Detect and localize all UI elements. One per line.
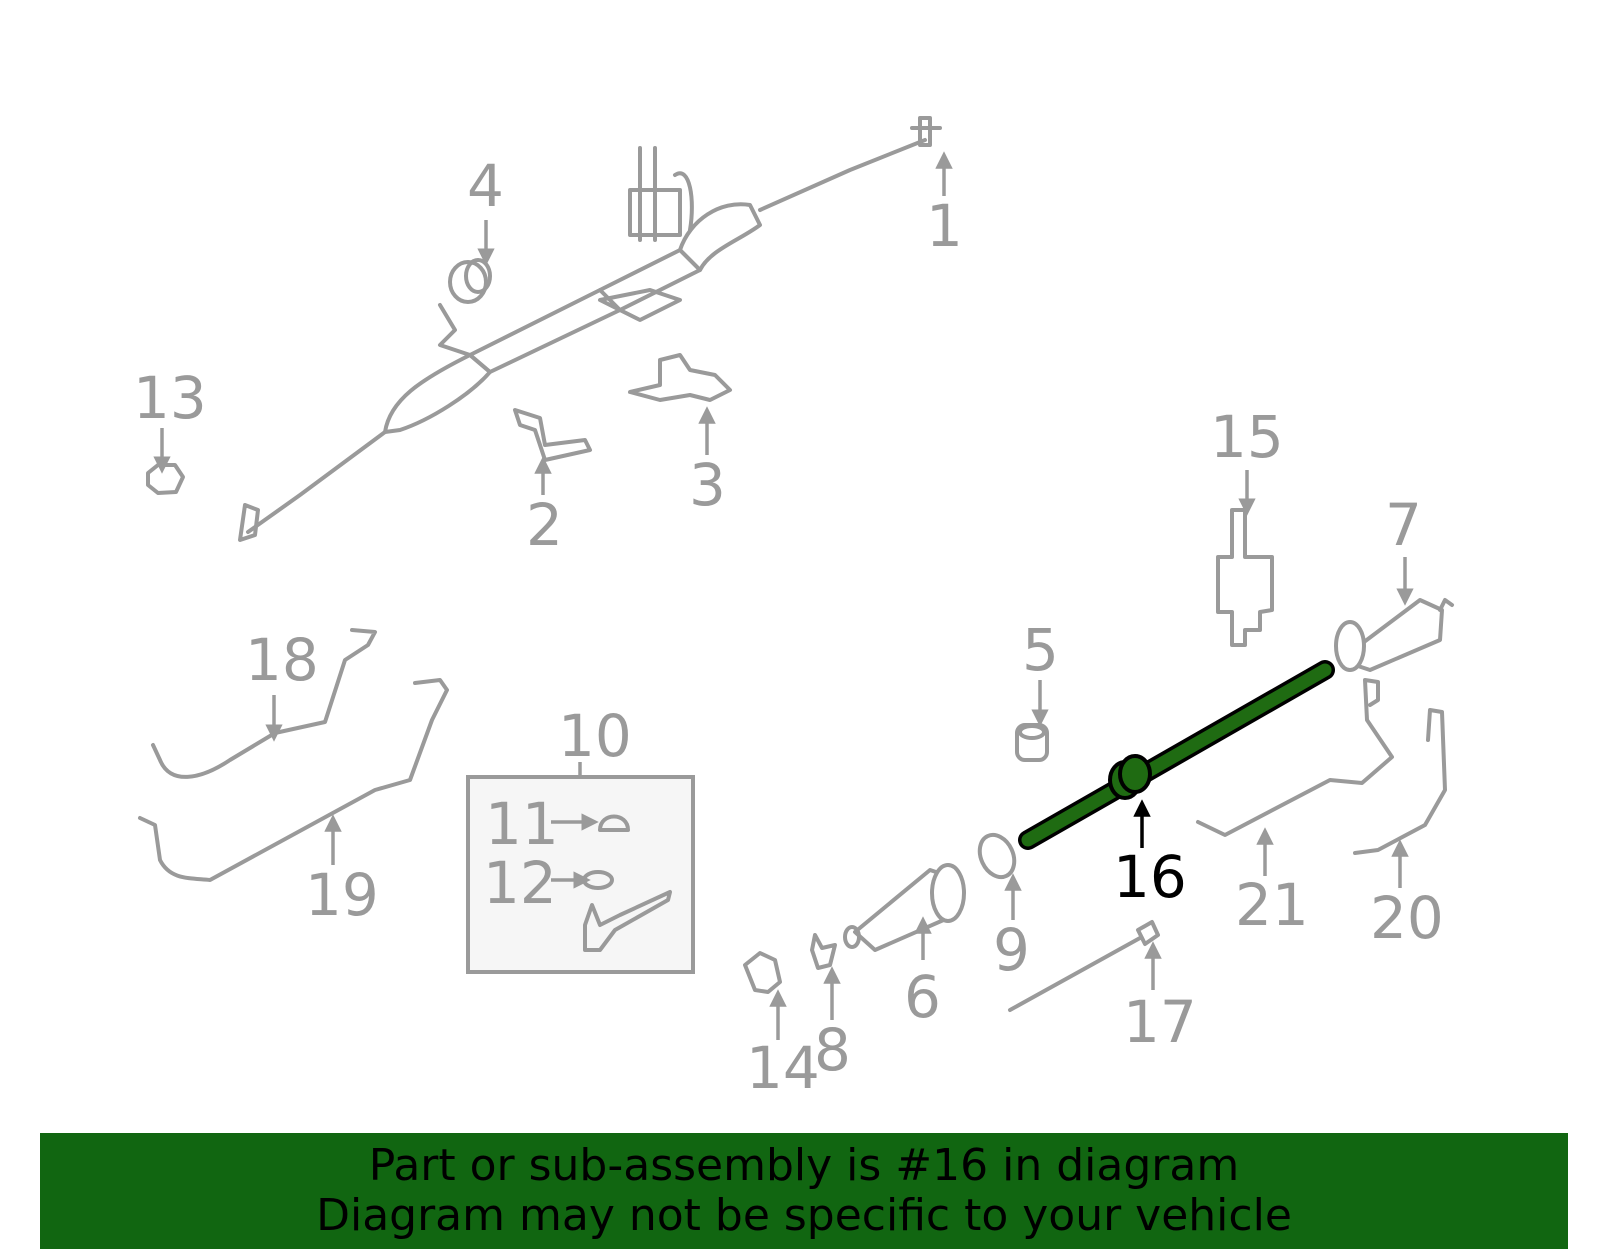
callout-13: 13 xyxy=(133,364,207,432)
callout-7: 7 xyxy=(1385,491,1422,559)
callout-14: 14 xyxy=(746,1034,820,1102)
callout-17: 17 xyxy=(1123,988,1197,1056)
callout-15: 15 xyxy=(1210,403,1284,471)
callout-21: 21 xyxy=(1235,871,1309,939)
callout-6: 6 xyxy=(904,963,941,1031)
part-4-bushing xyxy=(448,258,492,304)
callout-2: 2 xyxy=(526,491,563,559)
part-20-pipe xyxy=(1353,708,1447,855)
part-13-nut xyxy=(146,463,185,495)
callout-5: 5 xyxy=(1022,616,1059,684)
info-banner: Part or sub-assembly is #16 in diagram D… xyxy=(40,1133,1568,1249)
part-15-valve xyxy=(1216,508,1274,647)
part-17-tie-rod xyxy=(1008,920,1160,1012)
callout-10: 10 xyxy=(558,702,632,770)
callout-11: 11 xyxy=(485,790,559,858)
callout-1: 1 xyxy=(926,192,963,260)
part-21-pipe xyxy=(1196,678,1394,837)
callout-8: 8 xyxy=(814,1016,851,1084)
callout-16: 16 xyxy=(1113,843,1187,911)
callout-4: 4 xyxy=(467,152,504,220)
part-14-nut xyxy=(743,951,782,994)
part-7-boot xyxy=(1334,598,1454,672)
steering-rack-assembly xyxy=(238,116,942,542)
callout-arrows xyxy=(153,151,1414,1040)
callout-20: 20 xyxy=(1370,884,1444,952)
part-18-pipe xyxy=(151,628,377,779)
callout-12: 12 xyxy=(483,849,557,917)
part-8-clip xyxy=(810,933,837,970)
banner-line-1: Part or sub-assembly is #16 in diagram xyxy=(368,1140,1240,1191)
part-19-pipe xyxy=(138,678,449,882)
part-16-rack-highlighted xyxy=(1018,660,1335,850)
part-9-clamp xyxy=(977,832,1017,880)
callout-19: 19 xyxy=(305,861,379,929)
part-10-kit-box xyxy=(466,762,695,974)
banner-line-2: Diagram may not be specific to your vehi… xyxy=(316,1190,1292,1241)
part-3-bracket xyxy=(628,353,732,402)
part-6-boot xyxy=(843,863,966,952)
callout-18: 18 xyxy=(245,626,319,694)
part-5-grommet xyxy=(1015,723,1049,762)
callout-3: 3 xyxy=(689,451,726,519)
callout-9: 9 xyxy=(993,916,1030,984)
part-2-bracket xyxy=(513,408,592,462)
